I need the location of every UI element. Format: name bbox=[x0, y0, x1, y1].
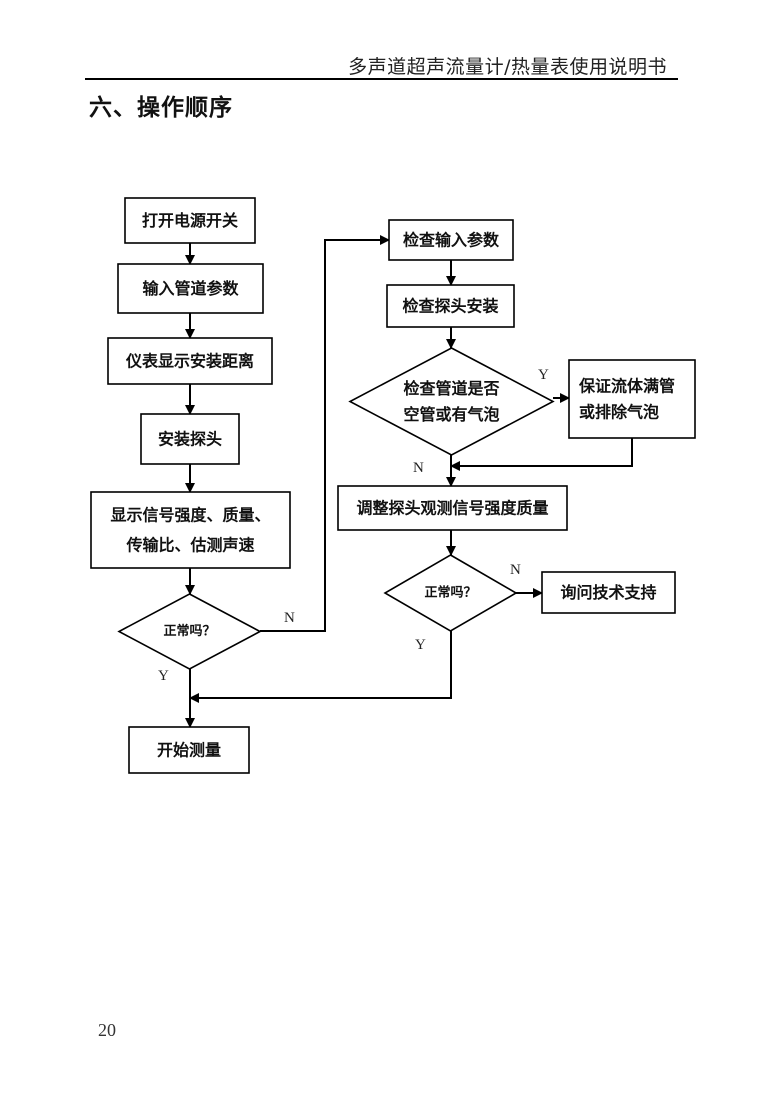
node-start-measure: 开始测量 bbox=[128, 726, 250, 774]
edge-label-yes: Y bbox=[538, 367, 549, 383]
node-ask-support: 询问技术支持 bbox=[541, 571, 676, 614]
edge-normal-check-1-to-check-input-params bbox=[260, 235, 390, 632]
decision-diamond bbox=[348, 347, 555, 456]
node-label: 显示信号强度、质量、 bbox=[110, 506, 270, 525]
edge-ensure-full-pipe-to-adjust-probe bbox=[450, 438, 633, 471]
node-label: 正常吗？ bbox=[163, 623, 215, 639]
process-box bbox=[124, 197, 256, 244]
process-box bbox=[541, 571, 676, 614]
node-label: 调整探头观测信号强度质量 bbox=[356, 499, 548, 518]
edge-label-yes: Y bbox=[415, 637, 426, 653]
header-rule bbox=[85, 78, 678, 80]
process-box bbox=[90, 491, 291, 569]
edge-label-no: N bbox=[510, 562, 521, 578]
node-label: 传输比、估测声速 bbox=[125, 536, 254, 555]
node-normal-check-1: 正常吗？ bbox=[117, 593, 262, 670]
nodes-layer: 打开电源开关输入管道参数仪表显示安装距离安装探头显示信号强度、质量、传输比、估测… bbox=[90, 197, 696, 774]
node-label: 检查探头安装 bbox=[402, 297, 498, 316]
node-label: 仪表显示安装距离 bbox=[125, 352, 254, 371]
node-input-pipe-params: 输入管道参数 bbox=[117, 263, 264, 314]
node-normal-check-2: 正常吗？ bbox=[383, 554, 518, 632]
document-header-title: 多声道超声流量计/热量表使用说明书 bbox=[348, 56, 667, 78]
process-box bbox=[128, 726, 250, 774]
process-box bbox=[117, 263, 264, 314]
node-show-signal: 显示信号强度、质量、传输比、估测声速 bbox=[90, 491, 291, 569]
node-label: 开始测量 bbox=[157, 741, 221, 760]
edge-labels-layer: Y N Y N N Y bbox=[158, 367, 549, 684]
process-box bbox=[337, 485, 568, 531]
process-box bbox=[140, 413, 240, 465]
edge-label-no: N bbox=[413, 460, 424, 476]
edge-label-no: N bbox=[284, 610, 295, 626]
node-adjust-probe: 调整探头观测信号强度质量 bbox=[337, 485, 568, 531]
node-label: 输入管道参数 bbox=[142, 279, 239, 298]
node-label: 保证流体满管 bbox=[578, 377, 675, 396]
node-label: 正常吗？ bbox=[424, 585, 476, 601]
node-check-probe-install: 检查探头安装 bbox=[386, 284, 515, 328]
edge-normal-check-2-to-start-measure bbox=[189, 631, 452, 703]
process-box bbox=[568, 359, 696, 439]
node-label: 或排除气泡 bbox=[579, 403, 659, 422]
node-label: 打开电源开关 bbox=[142, 211, 238, 230]
node-label: 空管或有气泡 bbox=[403, 405, 499, 424]
process-box bbox=[386, 284, 515, 328]
node-check-input-params: 检查输入参数 bbox=[388, 219, 514, 261]
page-number: 20 bbox=[98, 1020, 116, 1040]
edge-label-yes: Y bbox=[158, 668, 169, 684]
node-label: 检查管道是否 bbox=[403, 379, 499, 398]
decision-diamond bbox=[383, 554, 518, 632]
process-box bbox=[107, 337, 273, 385]
node-show-install-distance: 仪表显示安装距离 bbox=[107, 337, 273, 385]
node-label: 询问技术支持 bbox=[560, 583, 656, 602]
node-label: 安装探头 bbox=[158, 430, 222, 449]
edges-layer bbox=[185, 235, 633, 728]
process-box bbox=[388, 219, 514, 261]
node-power-on: 打开电源开关 bbox=[124, 197, 256, 244]
node-label: 检查输入参数 bbox=[403, 231, 500, 250]
section-title: 六、操作顺序 bbox=[89, 95, 233, 121]
decision-diamond bbox=[117, 593, 262, 670]
node-install-probe: 安装探头 bbox=[140, 413, 240, 465]
